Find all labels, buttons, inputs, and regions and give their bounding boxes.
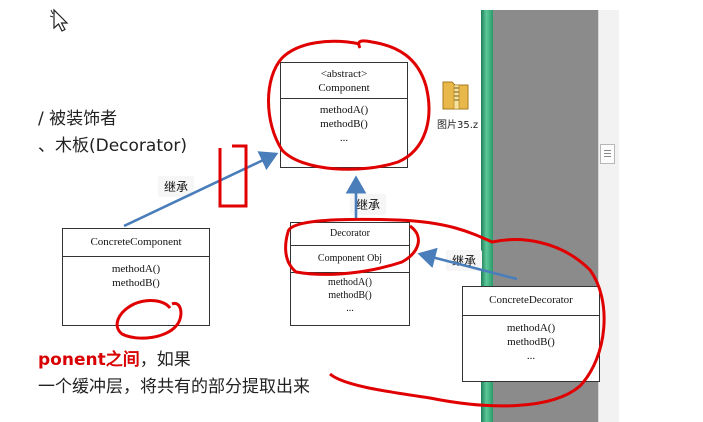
uml-concrete-component-methods: methodA() methodB() — [63, 257, 209, 290]
uml-component-header: <abstract> Component — [281, 63, 407, 99]
red-small-circle — [115, 299, 183, 340]
uml-method: methodB() — [320, 118, 368, 130]
cursor-icon — [50, 8, 69, 32]
uml-method: methodA() — [111, 263, 161, 275]
uml-decorator-name: Decorator — [291, 223, 409, 246]
file-label[interactable]: 图片35.z — [437, 120, 479, 131]
inherit-arrow-1 — [123, 151, 279, 228]
uml-component-name: Component — [318, 82, 370, 94]
inherit-arrow-3 — [417, 247, 518, 281]
scrollbar-thumb[interactable] — [600, 144, 615, 164]
uml-method: methodB() — [112, 277, 160, 289]
uml-method: ... — [346, 303, 354, 314]
uml-component-stereotype: <abstract> — [320, 68, 368, 80]
uml-method: methodA() — [328, 277, 372, 288]
text-line-between: ponent之间，如果 — [38, 345, 191, 370]
uml-method: methodA() — [506, 322, 556, 334]
uml-concrete-component-name: ConcreteComponent — [63, 229, 209, 257]
red-circle-component — [267, 39, 431, 171]
uml-component-methods: methodA() methodB() ... — [281, 99, 407, 145]
red-bracket — [218, 144, 248, 208]
uml-method: ... — [526, 350, 536, 362]
inherit-label-2: 继承 — [350, 194, 387, 215]
uml-concrete-decorator-methods: methodA() methodB() ... — [463, 316, 599, 363]
uml-concrete-component: ConcreteComponent methodA() methodB() — [62, 228, 210, 326]
text-red-fragment: ponent之间 — [38, 350, 140, 370]
folder-zip-icon[interactable] — [440, 76, 472, 112]
text-line-decorator: 、木板(Decorator) — [38, 136, 188, 156]
uml-method: methodB() — [507, 336, 555, 348]
inherit-label-1: 继承 — [158, 176, 195, 197]
uml-method: ... — [339, 132, 349, 144]
text-line-buffer: 一个缓冲层，将共有的部分提取出来 — [38, 377, 310, 397]
uml-component: <abstract> Component methodA() methodB()… — [280, 62, 408, 168]
uml-method: methodB() — [328, 290, 372, 301]
text-black-fragment: ，如果 — [139, 350, 191, 370]
uml-concrete-decorator-name: ConcreteDecorator — [463, 287, 599, 316]
red-loop-decorators — [284, 217, 606, 408]
uml-decorator-methods: methodA() methodB() ... — [291, 273, 409, 315]
uml-concrete-decorator: ConcreteDecorator methodA() methodB() ..… — [462, 286, 600, 382]
text-line-decorated: / 被装饰者 — [38, 109, 118, 129]
uml-method: methodA() — [319, 104, 369, 116]
